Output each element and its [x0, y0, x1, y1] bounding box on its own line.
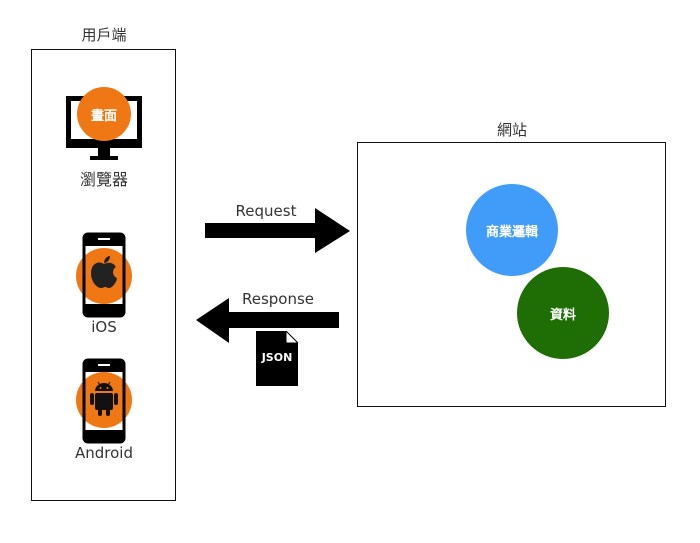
business-logic-node: 商業邏輯 — [466, 184, 558, 276]
data-label: 資料 — [549, 307, 576, 323]
android-icon — [90, 381, 118, 416]
ios-node — [74, 232, 134, 318]
document-icon — [256, 331, 298, 386]
ios-label: iOS — [91, 318, 117, 336]
smartphone-icon — [82, 358, 126, 444]
browser-label: 瀏覽器 — [79, 170, 128, 189]
response-arrow — [196, 298, 339, 343]
request-label: Request — [235, 202, 297, 220]
android-node — [74, 358, 134, 444]
website-title: 網站 — [496, 121, 527, 139]
browser-badge-text: 畫面 — [90, 108, 117, 124]
android-label: Android — [75, 444, 133, 462]
json-label: JSON — [261, 351, 293, 364]
browser-screen-badge: 畫面 — [77, 87, 131, 141]
data-node: 資料 — [517, 267, 609, 359]
apple-icon — [91, 256, 117, 288]
request-arrow — [205, 208, 350, 253]
business-logic-label: 商業邏輯 — [485, 224, 538, 240]
client-title: 用戶端 — [81, 26, 127, 44]
json-document: JSON — [256, 331, 298, 386]
response-label: Response — [241, 290, 315, 308]
smartphone-icon — [82, 232, 126, 318]
